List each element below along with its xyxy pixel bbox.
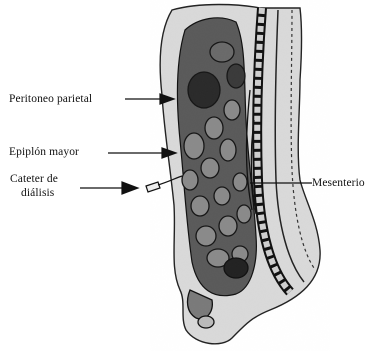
label-cateter-dialisis: Cateter de diálisis [10,172,58,200]
arrow-epiplon [108,148,176,158]
label-peritoneo-parietal: Peritoneo parietal [9,93,92,105]
label-mesenterio: Mesenterio [312,177,365,189]
label-cateter-line2: diálisis [10,186,58,200]
label-cateter-line1: Cateter de [10,172,58,186]
arrow-cateter [80,182,138,194]
label-epiplon-mayor: Epiplón mayor [9,146,79,158]
